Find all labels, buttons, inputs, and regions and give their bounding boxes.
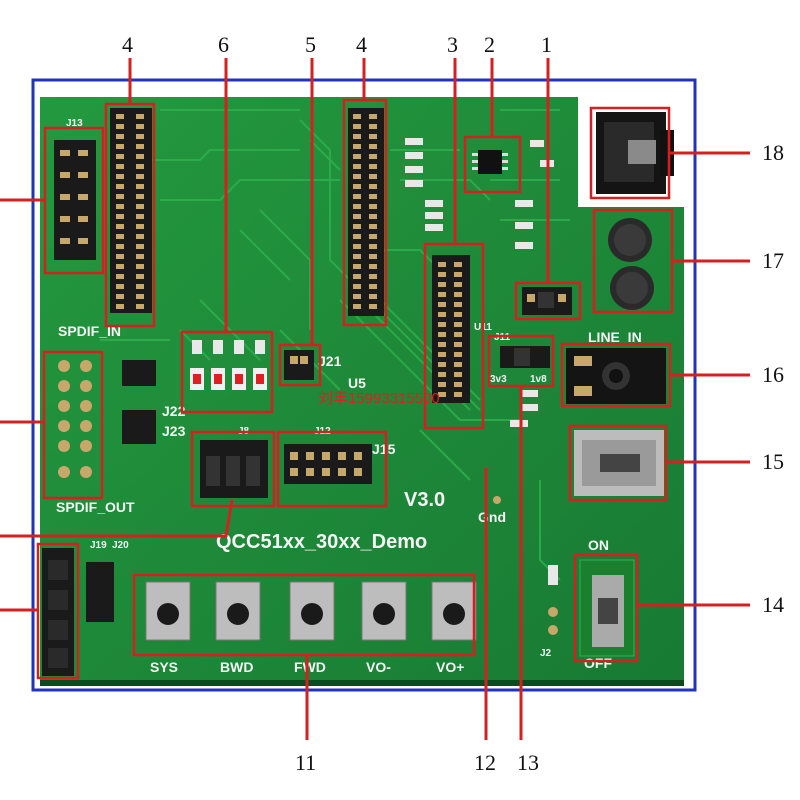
callout-top-7: 1 bbox=[541, 32, 552, 57]
usb-connector bbox=[574, 430, 664, 496]
button-label-sys: SYS bbox=[150, 659, 178, 675]
callout-right-3: 16 bbox=[762, 362, 784, 387]
silk-on: ON bbox=[588, 537, 609, 553]
leds bbox=[190, 340, 267, 390]
push-buttons: SYS BWD FWD VO- VO+ bbox=[145, 581, 477, 675]
j19-j20-connector bbox=[42, 548, 114, 676]
push-button-sys: SYS bbox=[145, 581, 191, 675]
callout-right-1: 18 bbox=[762, 140, 784, 165]
header-2x14-middle bbox=[348, 108, 384, 316]
push-button-fwd: FWD bbox=[289, 581, 335, 675]
silk-j13: J13 bbox=[66, 118, 83, 129]
silk-u5: U5 bbox=[348, 375, 366, 391]
pcb-traces bbox=[100, 109, 570, 581]
spdif-connectors bbox=[58, 360, 156, 478]
leader-lines bbox=[0, 58, 750, 740]
line-in-jack bbox=[566, 348, 666, 404]
callout-top-5: 3 bbox=[447, 32, 458, 57]
silk-j19: J19 bbox=[90, 540, 107, 551]
silk-gnd: Gnd bbox=[478, 509, 506, 525]
callout-bottom-1: 11 bbox=[295, 750, 316, 775]
button-label-bwd: BWD bbox=[220, 659, 253, 675]
headphone-jack bbox=[596, 112, 674, 194]
power-switch bbox=[579, 559, 635, 657]
callout-bottom-2: 12 bbox=[474, 750, 496, 775]
silk-off: OFF bbox=[584, 655, 612, 671]
callout-top-1: 4 bbox=[122, 32, 133, 57]
microphones bbox=[608, 218, 654, 310]
ic-chip bbox=[472, 150, 508, 174]
silk-line-in: LINE_IN bbox=[588, 329, 642, 345]
callout-right-2: 17 bbox=[762, 248, 784, 273]
callout-bottom-3: 13 bbox=[517, 750, 539, 775]
pcb-shadow bbox=[40, 680, 684, 686]
silk-j20: J20 bbox=[112, 540, 129, 551]
gnd-pad bbox=[493, 496, 501, 504]
silk-j2: J2 bbox=[540, 648, 552, 659]
j8-jumpers bbox=[200, 440, 268, 498]
header-2x20-left bbox=[110, 108, 152, 313]
silk-j21: J21 bbox=[318, 353, 342, 369]
jumper-1 bbox=[522, 287, 572, 315]
push-button-bwd: BWD bbox=[215, 581, 261, 675]
silk-title: QCC51xx_30xx_Demo bbox=[216, 531, 427, 553]
silk-3v3: 3v3 bbox=[490, 374, 507, 385]
silk-j11: J11 bbox=[494, 332, 511, 343]
silk-j22: J22 bbox=[162, 403, 186, 419]
watermark: 刘丰15993315500 bbox=[318, 390, 440, 407]
button-label-vo: VO+ bbox=[436, 659, 464, 675]
silk-version: V3.0 bbox=[404, 489, 445, 511]
j2-pads bbox=[548, 565, 558, 635]
callout-right-5: 14 bbox=[762, 592, 784, 617]
silk-spdif-out: SPDIF_OUT bbox=[56, 499, 135, 515]
callout-top-4: 4 bbox=[356, 32, 367, 57]
silk-j23: J23 bbox=[162, 423, 186, 439]
silk-j15: J15 bbox=[372, 441, 396, 457]
silk-1v8: 1v8 bbox=[530, 374, 547, 385]
callout-right-4: 15 bbox=[762, 449, 784, 474]
j13-header bbox=[54, 140, 96, 260]
button-label-vo: VO- bbox=[366, 659, 391, 675]
j11-jumper bbox=[500, 346, 550, 368]
push-button-vo: VO+ bbox=[431, 581, 477, 675]
button-label-fwd: FWD bbox=[294, 659, 326, 675]
u11-header bbox=[432, 255, 470, 403]
j21-header bbox=[284, 350, 314, 380]
j12-header bbox=[284, 444, 372, 484]
callout-top-6: 2 bbox=[484, 32, 495, 57]
callout-top-3: 5 bbox=[305, 32, 316, 57]
push-button-vo: VO- bbox=[361, 581, 407, 675]
callout-numbers: 4 6 5 4 3 2 1 18 17 16 15 14 11 12 13 bbox=[122, 32, 784, 775]
callout-top-2: 6 bbox=[218, 32, 229, 57]
